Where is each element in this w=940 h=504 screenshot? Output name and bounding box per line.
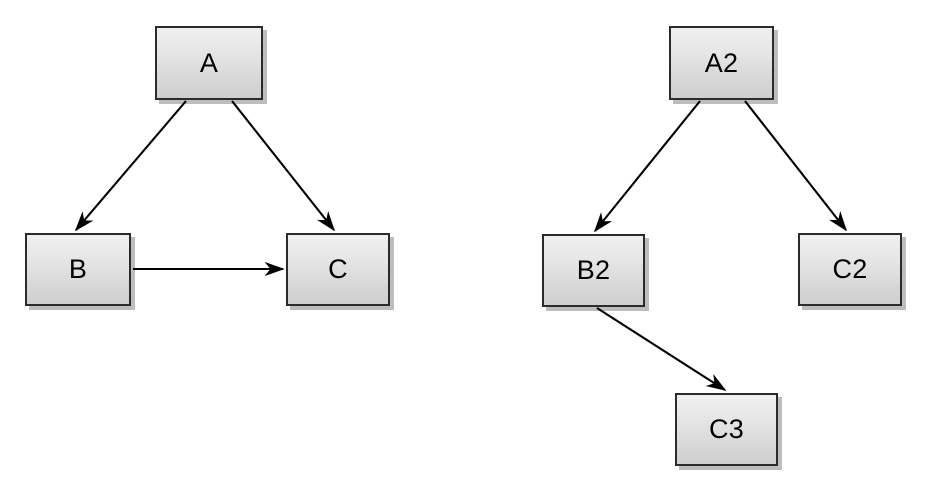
node-c3[interactable]: C3 (675, 393, 778, 466)
edge-a2-to-c2 (744, 100, 848, 232)
node-c2-label: C2 (832, 254, 868, 284)
node-a2[interactable]: A2 (669, 26, 774, 100)
edge-a-to-b (74, 100, 187, 232)
node-a2-label: A2 (704, 47, 739, 78)
node-c2[interactable]: C2 (798, 233, 902, 306)
edge-a-to-c (231, 100, 336, 232)
node-a-label: A (199, 47, 219, 78)
node-c-label: C (328, 254, 348, 284)
node-c[interactable]: C (286, 233, 390, 306)
edge-b2-to-c3 (596, 307, 727, 391)
node-b2-label: B2 (576, 255, 611, 285)
node-b2[interactable]: B2 (542, 234, 645, 307)
node-b-label: B (68, 254, 88, 284)
edge-a2-to-b2 (593, 100, 701, 233)
node-b[interactable]: B (25, 233, 131, 306)
node-a[interactable]: A (155, 26, 263, 100)
node-c3-label: C3 (709, 414, 744, 444)
